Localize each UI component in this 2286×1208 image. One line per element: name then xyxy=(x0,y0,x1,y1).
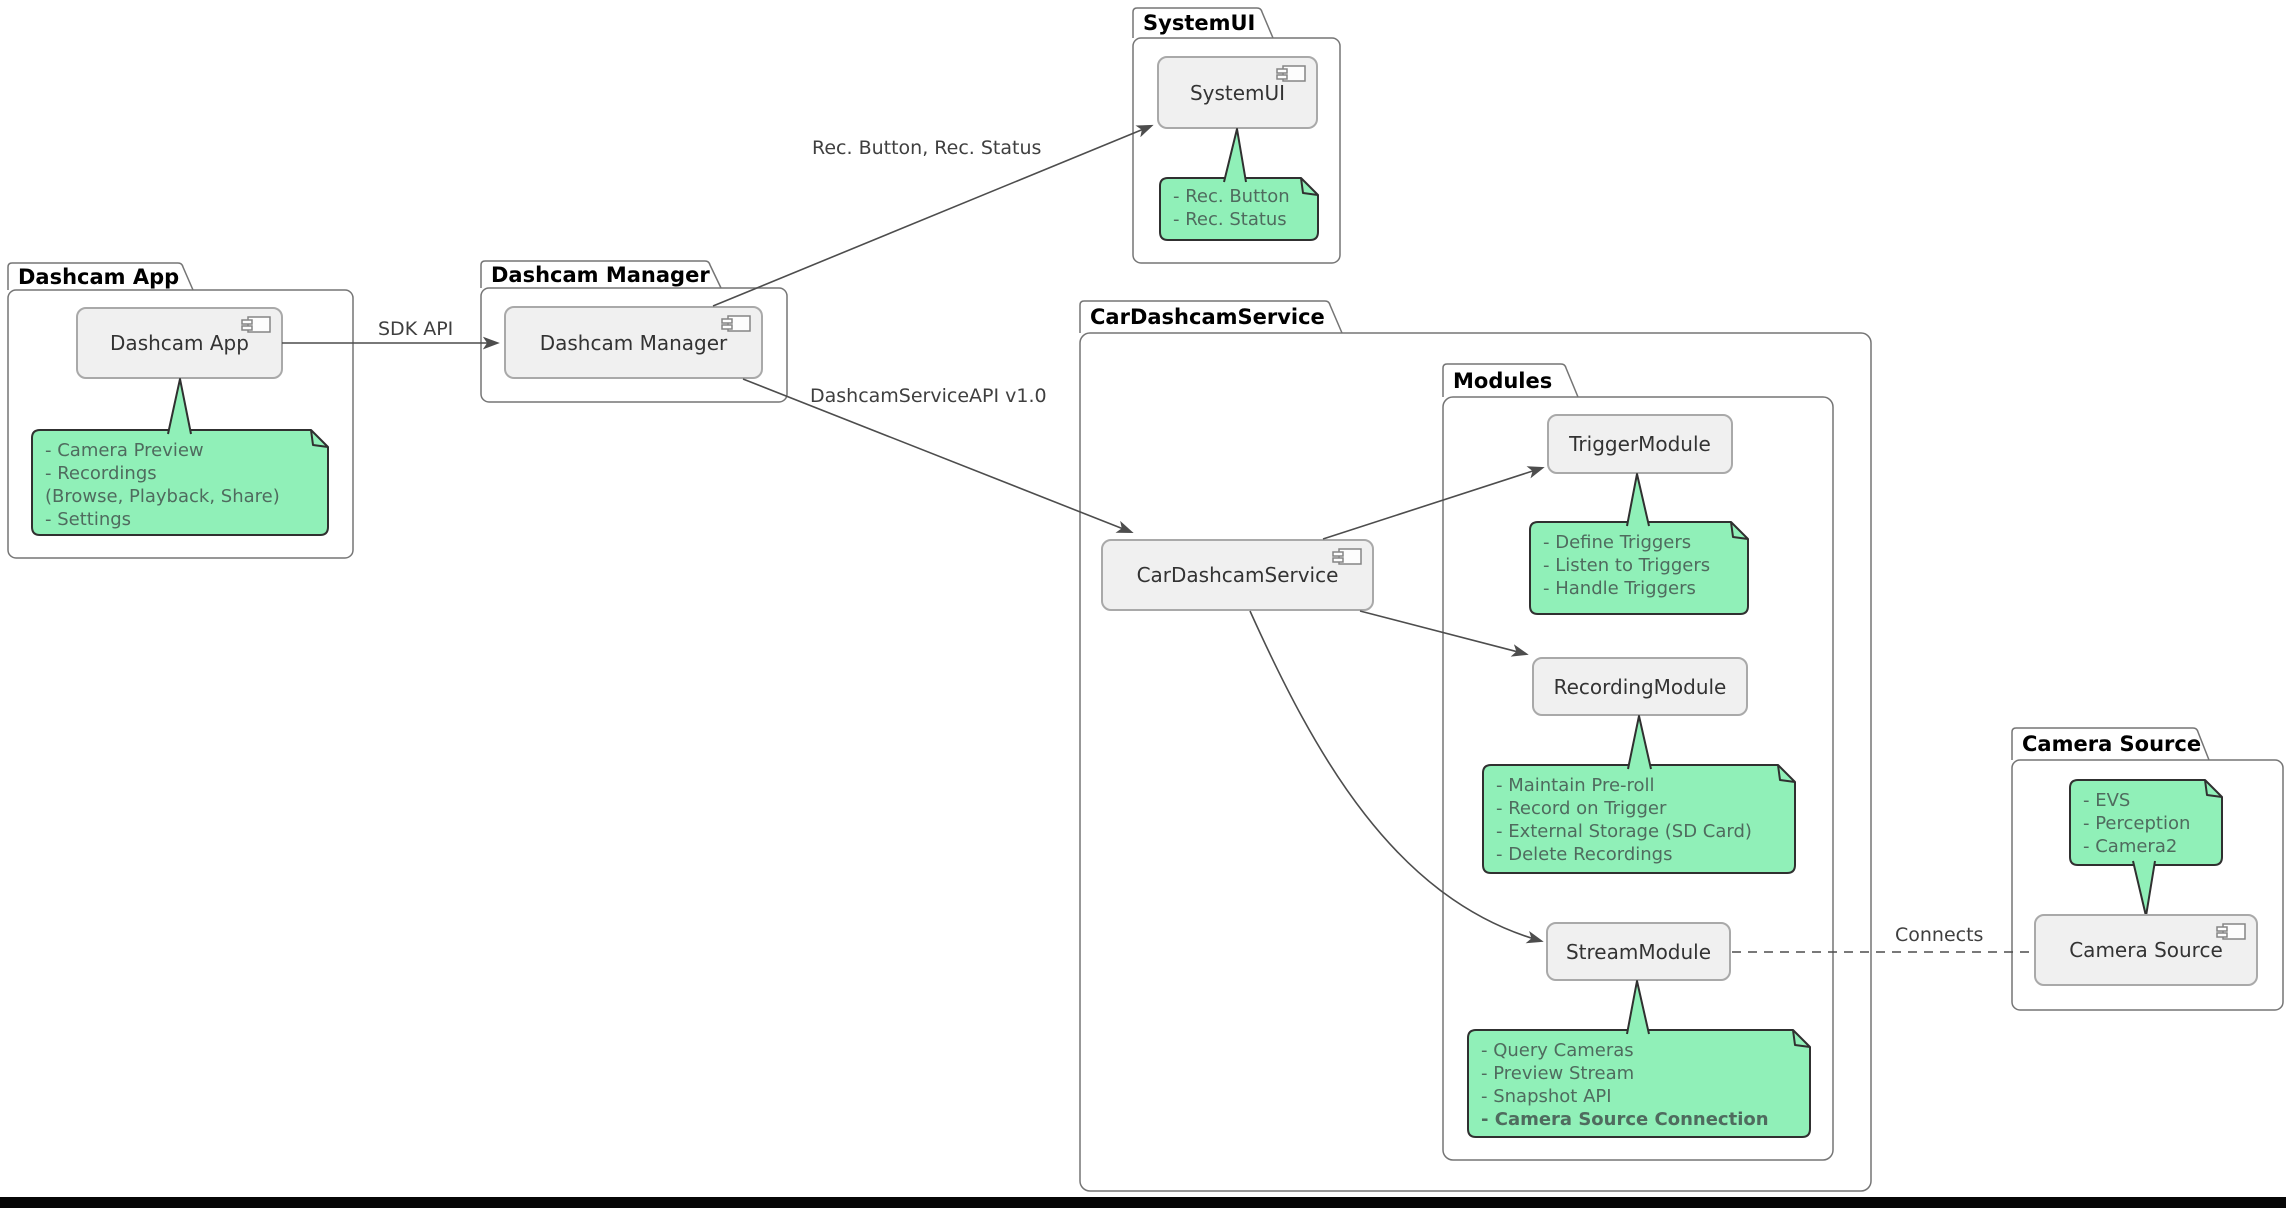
systemui-note-text: - Rec. Button - Rec. Status xyxy=(1160,178,1318,231)
component-icon xyxy=(1332,548,1362,565)
dashcam-manager-component xyxy=(504,306,763,379)
camera-source-note xyxy=(2069,779,2223,866)
note-line: - Query Cameras xyxy=(1481,1040,1634,1061)
edge-label-dashcam-service-api: DashcamServiceAPI v1.0 xyxy=(810,385,1047,407)
component-icon xyxy=(241,316,271,333)
streammodule-note-text: - Query Cameras - Preview Stream - Snaps… xyxy=(1468,1030,1810,1131)
modules-package-title: Modules xyxy=(1453,368,1553,393)
dashcam-app-note-tail xyxy=(167,378,192,435)
systemui-note xyxy=(1159,177,1319,241)
component-icon xyxy=(721,315,751,332)
note-line: (Browse, Playback, Share) xyxy=(45,486,280,507)
edge-to-recordingmodule xyxy=(1359,610,1529,657)
streammodule-note xyxy=(1467,1029,1811,1138)
dashcam-app-note xyxy=(31,429,329,536)
camera-source-package-tab xyxy=(2011,727,2210,761)
note-line: - Camera2 xyxy=(2083,836,2178,857)
streammodule-component xyxy=(1546,922,1731,981)
recordingmodule-note-text: - Maintain Pre-roll - Record on Trigger … xyxy=(1483,765,1795,866)
camera-source-component-label: Camera Source xyxy=(2069,938,2223,962)
systemui-component-label: SystemUI xyxy=(1189,80,1286,105)
note-line: - Snapshot API xyxy=(1481,1086,1612,1107)
cardashcamservice-package-title: CarDashcamService xyxy=(1090,305,1325,329)
note-fold-icon xyxy=(1777,764,1796,783)
component-icon xyxy=(1276,65,1306,82)
note-line: - Rec. Status xyxy=(1173,209,1287,230)
recordingmodule-note xyxy=(1482,764,1796,874)
edge-rec-button-status xyxy=(712,124,1154,307)
note-line: - Define Triggers xyxy=(1543,532,1692,553)
recordingmodule-note-tail xyxy=(1627,715,1652,770)
triggermodule-component-label: TriggerModule xyxy=(1569,432,1711,456)
note-line: - Camera Preview xyxy=(45,440,204,461)
modules-package-tab xyxy=(1442,363,1579,398)
cardashcamservice-package-tab xyxy=(1079,300,1343,334)
note-fold-icon xyxy=(1730,521,1749,540)
triggermodule-component xyxy=(1547,414,1733,474)
note-line: - Recordings xyxy=(45,463,157,484)
bottom-bar xyxy=(0,1197,2286,1208)
dashcam-manager-component-label: Dashcam Manager xyxy=(539,330,728,355)
recordingmodule-component-label: RecordingModule xyxy=(1553,674,1727,699)
dashcam-app-component-label: Dashcam App xyxy=(110,331,249,355)
streammodule-component-label: StreamModule xyxy=(1565,939,1712,964)
recordingmodule-component xyxy=(1532,657,1748,716)
note-line: - Listen to Triggers xyxy=(1543,555,1711,576)
note-fold-icon xyxy=(2204,779,2223,798)
note-line: - Settings xyxy=(45,509,132,530)
edge-dashcam-service-api xyxy=(742,378,1134,534)
camera-source-component xyxy=(2034,914,2258,986)
dashcam-app-package-title: Dashcam App xyxy=(18,264,180,289)
note-line: - Camera Source Connection xyxy=(1481,1109,1769,1130)
note-line: - EVS xyxy=(2083,790,2131,811)
triggermodule-note-tail xyxy=(1626,473,1650,527)
note-fold-icon xyxy=(310,429,329,448)
systemui-package-title: SystemUI xyxy=(1143,11,1256,35)
edge-label-rec-button-status: Rec. Button, Rec. Status xyxy=(812,137,1042,159)
triggermodule-note-text: - Define Triggers - Listen to Triggers -… xyxy=(1530,522,1748,600)
component-icon xyxy=(2216,923,2246,940)
dashcam-app-package-tab xyxy=(7,262,194,291)
note-line: - Handle Triggers xyxy=(1543,578,1696,599)
note-line: - Preview Stream xyxy=(1481,1063,1635,1084)
dashcam-manager-package-title: Dashcam Manager xyxy=(491,262,710,287)
edge-to-streammodule xyxy=(1249,610,1544,944)
camera-source-package-title: Camera Source xyxy=(2022,732,2202,756)
dashcam-manager-package-tab xyxy=(480,260,722,289)
edge-label-sdk-api: SDK API xyxy=(378,318,454,340)
dashcam-app-note-text: - Camera Preview - Recordings (Browse, P… xyxy=(32,430,328,531)
note-line: - External Storage (SD Card) xyxy=(1496,821,1752,842)
cardashcamservice-component-label: CarDashcamService xyxy=(1136,563,1339,587)
systemui-note-tail xyxy=(1223,128,1247,183)
note-fold-icon xyxy=(1792,1029,1811,1048)
systemui-package-tab xyxy=(1132,7,1274,39)
edge-to-triggermodule xyxy=(1322,466,1545,540)
note-line: - Rec. Button xyxy=(1173,186,1290,207)
edge-label-connects: Connects xyxy=(1895,924,1984,946)
camera-source-note-text: - EVS - Perception - Camera2 xyxy=(2070,780,2222,858)
note-line: - Record on Trigger xyxy=(1496,798,1667,819)
note-fold-icon xyxy=(1300,177,1319,196)
note-line: - Perception xyxy=(2083,813,2191,834)
triggermodule-note xyxy=(1529,521,1749,615)
streammodule-note-tail xyxy=(1626,980,1650,1035)
note-line: - Maintain Pre-roll xyxy=(1496,775,1655,796)
note-line: - Delete Recordings xyxy=(1496,844,1673,865)
cardashcamservice-component xyxy=(1101,539,1374,611)
